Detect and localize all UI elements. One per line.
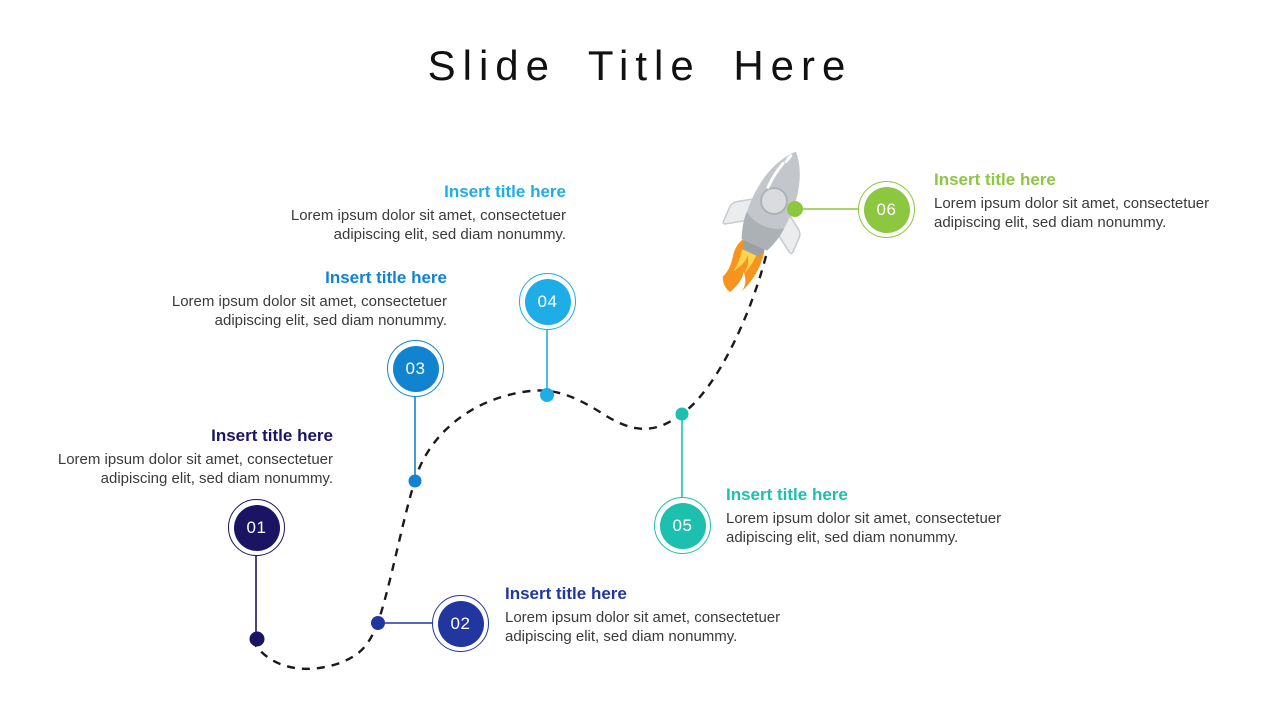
anchor-dot-01 bbox=[249, 631, 265, 647]
item-03-body: Lorem ipsum dolor sit amet, consectetuer… bbox=[171, 293, 447, 329]
rocket-nozzle bbox=[742, 238, 767, 257]
timeline-node-01-number: 01 bbox=[233, 504, 280, 551]
rocket-window bbox=[760, 187, 788, 215]
item-06-title: Insert title here bbox=[934, 170, 1056, 189]
anchor-dot-02 bbox=[371, 616, 385, 630]
item-03-title: Insert title here bbox=[325, 268, 447, 287]
item-02-body: Lorem ipsum dolor sit amet, consectetuer… bbox=[505, 609, 781, 645]
item-04-text-block: Insert title here Lorem ipsum dolor sit … bbox=[266, 181, 566, 244]
item-02-text-block: Insert title here Lorem ipsum dolor sit … bbox=[505, 583, 815, 646]
timeline-node-06-number: 06 bbox=[863, 186, 910, 233]
anchor-dot-04 bbox=[540, 388, 554, 402]
item-06-text-block: Insert title here Lorem ipsum dolor sit … bbox=[934, 169, 1234, 232]
item-01-body: Lorem ipsum dolor sit amet, consectetuer… bbox=[57, 451, 333, 487]
rocket-illustration bbox=[722, 151, 801, 293]
item-05-text-block: Insert title here Lorem ipsum dolor sit … bbox=[726, 484, 1026, 547]
item-06-body: Lorem ipsum dolor sit amet, consectetuer… bbox=[934, 195, 1210, 231]
item-03-text-block: Insert title here Lorem ipsum dolor sit … bbox=[147, 267, 447, 330]
timeline-node-04: 04 bbox=[519, 273, 576, 330]
item-02-title: Insert title here bbox=[505, 584, 627, 603]
timeline-node-03-number: 03 bbox=[392, 345, 439, 392]
item-05-body: Lorem ipsum dolor sit amet, consectetuer… bbox=[726, 510, 1002, 546]
rocket-body-shade bbox=[741, 211, 785, 251]
item-05-title: Insert title here bbox=[726, 485, 848, 504]
timeline-node-02: 02 bbox=[432, 595, 489, 652]
item-01-text-block: Insert title here Lorem ipsum dolor sit … bbox=[33, 425, 333, 488]
item-04-title: Insert title here bbox=[444, 182, 566, 201]
anchor-dot-05 bbox=[675, 407, 689, 421]
item-04-body: Lorem ipsum dolor sit amet, consectetuer… bbox=[290, 207, 566, 243]
timeline-node-04-number: 04 bbox=[524, 278, 571, 325]
timeline-node-06: 06 bbox=[858, 181, 915, 238]
anchor-dot-03 bbox=[408, 474, 422, 488]
anchor-dot-06 bbox=[787, 201, 803, 217]
timeline-node-05: 05 bbox=[654, 497, 711, 554]
timeline-node-03: 03 bbox=[387, 340, 444, 397]
rocket-highlight-short bbox=[784, 154, 793, 164]
item-01-title: Insert title here bbox=[211, 426, 333, 445]
timeline-node-02-number: 02 bbox=[437, 600, 484, 647]
timeline-node-05-number: 05 bbox=[659, 502, 706, 549]
rocket-highlight-long bbox=[766, 161, 785, 189]
timeline-node-01: 01 bbox=[228, 499, 285, 556]
slide-title: Slide Title Here bbox=[427, 42, 853, 89]
